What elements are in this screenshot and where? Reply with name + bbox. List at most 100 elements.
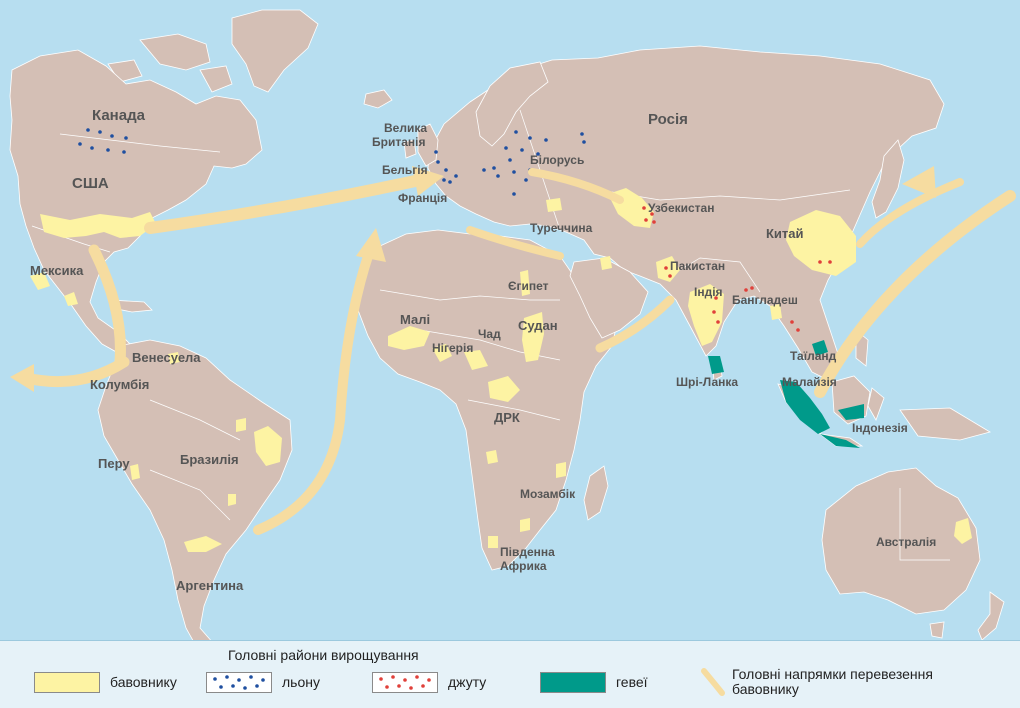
jute-dots — [642, 206, 832, 332]
cotton-myanmar — [770, 304, 782, 320]
legend-label-arrow-line2: бавовнику — [732, 681, 799, 697]
label-colombia: Колумбія — [90, 377, 149, 392]
label-turkey: Туреччина — [530, 221, 593, 235]
label-egypt: Єгипет — [508, 279, 549, 293]
arrow-heads — [10, 166, 936, 392]
sulawesi-new-guinea — [867, 387, 992, 441]
cotton-mexico — [30, 272, 78, 306]
label-venezuela: Венесуела — [132, 350, 201, 365]
legend-label-rubber: гевеї — [616, 673, 648, 690]
cotton-china — [786, 210, 856, 276]
flax-dots — [78, 128, 586, 196]
legend-item-cotton: бавовнику — [34, 671, 177, 693]
cotton-brazil-c — [228, 418, 246, 506]
label-peru: Перу — [98, 456, 130, 471]
rubber-regions — [708, 340, 864, 448]
label-indonesia: Індонезія — [852, 421, 908, 435]
cotton-usa — [40, 212, 156, 238]
label-sudan: Судан — [518, 318, 558, 333]
map-legend: Головні райони вирощування бавовнику льо… — [0, 640, 1020, 708]
legend-label-jute: джуту — [448, 673, 487, 690]
label-mexico: Мексика — [30, 263, 84, 278]
legend-label-cotton: бавовнику — [110, 673, 177, 690]
cotton-australia — [954, 518, 972, 544]
arrow-east-asia — [814, 190, 1016, 398]
arrow-mediterranean — [466, 226, 564, 260]
greenland — [231, 9, 319, 93]
cotton-pakistan — [656, 256, 680, 282]
label-belgium: Бельгія — [382, 163, 428, 177]
label-india: Індія — [694, 285, 723, 299]
label-mali: Малі — [400, 312, 430, 327]
legend-label-flax: льону — [282, 673, 320, 690]
label-mozambique: Мозамбік — [520, 487, 576, 501]
legend-item-jute: джуту — [372, 671, 486, 693]
label-russia: Росія — [648, 111, 688, 128]
label-france: Франція — [398, 191, 447, 205]
legend-item-flax: льону — [206, 671, 320, 693]
australia-land — [821, 467, 981, 615]
japan — [871, 139, 905, 219]
label-thailand: Таїланд — [790, 349, 837, 363]
legend-label-arrow: Головні напрямки перевезення бавовнику — [732, 667, 933, 697]
arrow-brazil-africa — [253, 245, 375, 535]
cotton-drc — [486, 450, 530, 532]
rubber-borneo — [838, 404, 864, 420]
label-south-africa-line1: Південна — [500, 545, 555, 559]
label-usa: США — [72, 175, 109, 192]
cotton-chad — [488, 376, 520, 402]
arrow-usa-south — [88, 244, 126, 368]
country-labels: Канада США Мексика Венесуела Колумбія Пе… — [30, 107, 936, 593]
madagascar — [583, 465, 609, 521]
rubber-malaysia-sumatra — [780, 380, 830, 434]
arrow-usa-europe — [144, 174, 426, 234]
label-brazil: Бразилія — [180, 452, 239, 467]
legend-item-trade-arrow: Головні напрямки перевезення бавовнику — [700, 665, 933, 699]
jute-dots-icon — [379, 674, 431, 690]
cotton-argentina — [184, 536, 222, 552]
cotton-turkey — [546, 198, 562, 212]
legend-item-rubber: гевеї — [540, 671, 648, 693]
arrowhead-africa — [356, 228, 386, 262]
label-nigeria: Нігерія — [432, 341, 473, 355]
arrowhead-pacific — [10, 364, 34, 392]
label-malaysia: Малайзія — [782, 375, 837, 389]
iceland — [363, 89, 393, 109]
cotton-venezuela — [168, 352, 180, 364]
label-canada: Канада — [92, 107, 146, 124]
arrowhead-europe — [412, 166, 444, 196]
label-belarus: Білорусь — [530, 153, 584, 167]
arrow-china-japan — [856, 178, 964, 248]
north-america — [9, 49, 263, 355]
cotton-egypt — [520, 270, 530, 296]
label-uk-line1: Велика — [384, 121, 427, 135]
arrow-arabian — [595, 295, 675, 353]
arrow-central-asia — [528, 168, 624, 204]
label-sri-lanka: Шрі-Ланка — [676, 375, 738, 389]
scandinavia — [475, 61, 549, 147]
eurasia — [427, 45, 945, 383]
rubber-indochina — [812, 340, 828, 356]
cotton-iran — [600, 256, 612, 270]
arabia — [569, 257, 649, 339]
rubber-java — [820, 434, 860, 448]
africa — [355, 229, 617, 571]
jute-dots-swatch — [372, 671, 438, 693]
cotton-brazil-ne — [254, 426, 282, 466]
cotton-india — [688, 284, 724, 346]
cotton-south-africa — [488, 536, 498, 548]
label-drc: ДРК — [494, 410, 520, 425]
cotton-mali — [388, 326, 430, 350]
tasmania — [929, 621, 945, 639]
label-chad: Чад — [478, 327, 501, 341]
label-argentina: Аргентина — [176, 578, 244, 593]
arrowhead-japan — [902, 166, 936, 198]
cotton-swatch — [34, 671, 100, 693]
legend-label-arrow-line1: Головні напрямки перевезення — [732, 666, 933, 682]
cotton-regions — [30, 188, 972, 552]
label-uzbekistan: Узбекистан — [648, 201, 714, 215]
flax-dots-icon — [213, 674, 265, 690]
arrow-west-pacific — [20, 356, 130, 388]
south-america — [97, 339, 293, 647]
